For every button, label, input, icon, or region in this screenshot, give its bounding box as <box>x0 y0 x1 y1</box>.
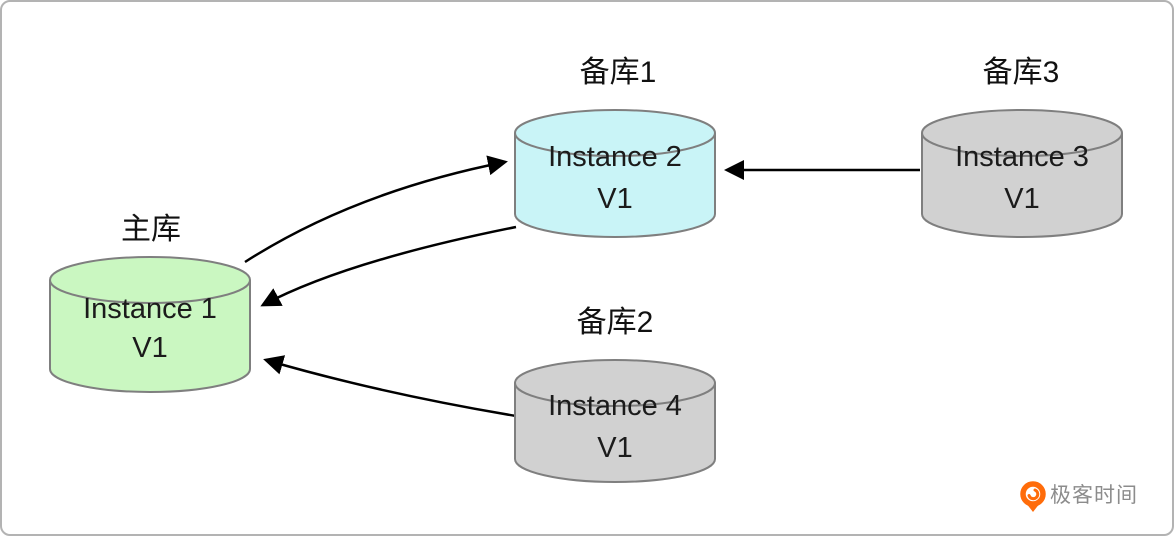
node-line2-standby2: V1 <box>597 432 632 464</box>
edges-layer <box>244 155 920 418</box>
node-title-primary: 主库 <box>121 213 181 246</box>
edge-standby2-to-primary <box>263 355 517 418</box>
geektime-icon <box>1020 481 1046 507</box>
node-line1-standby1: Instance 2 <box>548 141 682 173</box>
geektime-logo: 极客时间 <box>1020 481 1138 512</box>
node-title-standby1: 备库1 <box>580 56 657 89</box>
edge-standby1-to-primary <box>260 225 517 307</box>
geektime-icon-swirl <box>1027 488 1040 501</box>
node-line2-standby3: V1 <box>1004 183 1039 215</box>
node-title-standby2: 备库2 <box>577 306 654 339</box>
geektime-logo-text: 极客时间 <box>1050 484 1138 507</box>
node-line2-primary: V1 <box>132 332 167 364</box>
geektime-icon-pin-tail <box>1026 503 1040 512</box>
db-cylinder-standby3 <box>921 109 1123 238</box>
node-line1-primary: Instance 1 <box>83 293 217 325</box>
node-title-standby3: 备库3 <box>983 56 1060 89</box>
db-cylinder-standby1 <box>514 109 716 238</box>
node-line2-standby1: V1 <box>597 183 632 215</box>
node-line1-standby3: Instance 3 <box>955 141 1089 173</box>
db-cylinder-primary <box>49 256 251 393</box>
node-line1-standby2: Instance 4 <box>548 390 682 422</box>
db-cylinder-standby2 <box>514 359 716 483</box>
edge-primary-to-standby1 <box>244 155 508 264</box>
